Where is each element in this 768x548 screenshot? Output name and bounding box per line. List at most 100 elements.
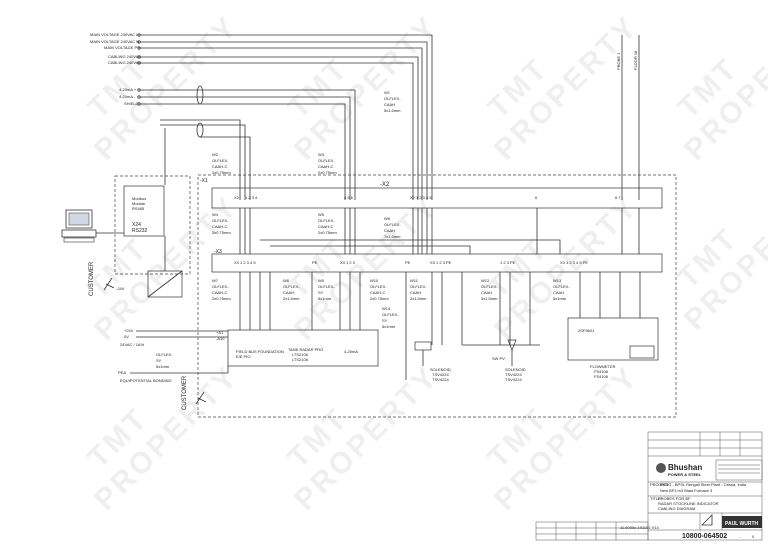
ma-label: 4-20mA — [344, 349, 358, 354]
cable-w11: W11 OLFLEX- CAAH 2x1.5mm — [410, 278, 427, 301]
cable-w2-line2: OLFLEX- — [212, 158, 229, 163]
modbus-enclosure — [114, 175, 191, 275]
tank-line2: LTS2106 — [292, 352, 309, 357]
terminals-x2: X2 1 2 3 4 4 5 6 X2 1 2 3 4 5 6 6 7 — [234, 195, 621, 200]
cable-w8: W8 OLFLEX- CAAH 2x1.5mm — [283, 278, 300, 301]
svg-text:W4: W4 — [212, 212, 219, 217]
label-mains-n: MAIN VOLTAGE 240VAC N — [90, 39, 139, 44]
rs232-line1: X24 — [132, 222, 141, 228]
svg-text:SY: SY — [382, 318, 388, 323]
cable-w9: W9 OLFLEX- SY 5x1mm — [318, 278, 335, 301]
svg-text:2x0.75mm: 2x0.75mm — [318, 230, 337, 235]
customer-supply: 24VAC / 1A% — [120, 342, 145, 347]
cable-w2-line3: CAAH-C — [212, 164, 227, 169]
computer-icon — [61, 209, 124, 243]
title-line1: PROBES FOR BF — [658, 496, 691, 501]
tank-line3: LTS2106 — [292, 357, 309, 362]
terminals-x3: X3 1 2 3 4 5 PE X3 1 2 3 PE X3 1 2 3 PE … — [234, 260, 588, 265]
svg-text:W10: W10 — [370, 278, 379, 283]
svg-text:W14: W14 — [382, 306, 391, 311]
svg-text:X3 1 2 3 PE: X3 1 2 3 PE — [430, 260, 452, 265]
svg-text:5x1mm: 5x1mm — [318, 296, 332, 301]
cable-w12: W12 OLFLEX- CAAH 3x1.5mm — [481, 278, 498, 301]
cable-w14: W14 OLFLEX- SY 5x1mm — [382, 306, 399, 329]
label-cabling-n: CABLING 240VAC — [108, 60, 141, 65]
modbus-line1: Modbus — [132, 196, 146, 201]
title-line2: RADAR STOCKLINE INDICATOR — [658, 501, 719, 506]
svg-text:5x1mm: 5x1mm — [156, 364, 170, 369]
ground-symbol-bottom — [195, 391, 207, 405]
svg-text:5x1mm: 5x1mm — [382, 324, 396, 329]
modbus-module — [123, 185, 165, 237]
label-mains-pe: MAIN VOLTAGE PE — [104, 45, 140, 50]
svg-text:W13: W13 — [553, 278, 562, 283]
svg-text:CAAH: CAAH — [553, 290, 564, 295]
tank-line1: TANK RADAR PRO — [288, 347, 323, 352]
strip-connections — [239, 208, 640, 254]
svg-text:2x1.5mm: 2x1.5mm — [283, 296, 300, 301]
field-bus-line1: FIELD BUS FOUNDATION — [236, 349, 284, 354]
flowmeter-box — [567, 317, 659, 361]
terminal-x2-label: -X2 — [380, 182, 390, 188]
svg-text:OLFLEX-: OLFLEX- — [382, 312, 399, 317]
svg-text:TSV4224: TSV4224 — [432, 372, 449, 377]
svg-text:2x1.5mm: 2x1.5mm — [410, 296, 427, 301]
cable-w6: W6 OLFLEX- CAAH 7x1.5mm — [384, 216, 401, 239]
svg-text:X3 1 2 3: X3 1 2 3 — [340, 260, 356, 265]
svg-text:TSV4224: TSV4224 — [432, 377, 449, 382]
svg-text:6: 6 — [535, 195, 538, 200]
cable-w3: W3 OLFLEX- CAAH-C 2x0.75mm — [318, 152, 337, 175]
enclosure-label: -X1 — [200, 178, 208, 184]
svg-text:SY: SY — [318, 290, 324, 295]
customer-0v: 0V — [124, 334, 129, 339]
field-instruments-box — [227, 329, 379, 367]
svg-text:W6: W6 — [384, 216, 391, 221]
svg-text:OLFLEX-: OLFLEX- — [283, 284, 300, 289]
svg-text:CAAH: CAAH — [410, 290, 421, 295]
customer-label-left: CUSTOMER — [89, 261, 95, 296]
svg-text:4 5 6: 4 5 6 — [344, 195, 354, 200]
cable-w3-line4: 2x0.75mm — [318, 170, 337, 175]
svg-text:CAAH-C: CAAH-C — [370, 290, 385, 295]
svg-text:OLFLEX-: OLFLEX- — [384, 222, 401, 227]
svg-text:2x0.75mm: 2x0.75mm — [212, 296, 231, 301]
company-name: Bhushan — [668, 463, 702, 472]
cable-w1-line2: OLFLEX- — [384, 96, 401, 101]
svg-text:W5: W5 — [318, 212, 325, 217]
sheet-number: - — [740, 534, 742, 539]
svg-text:W8: W8 — [283, 278, 290, 283]
svg-text:PE: PE — [405, 260, 411, 265]
svg-text:OLFLEX-: OLFLEX- — [212, 284, 229, 289]
svg-text:OLFLEX-: OLFLEX- — [212, 218, 229, 223]
company-sub: POWER & STEEL — [668, 472, 702, 477]
cable-w1-line4: 5x1.5mm — [384, 108, 401, 113]
svg-text:CAAH: CAAH — [283, 290, 294, 295]
svg-text:OLFLEX-: OLFLEX- — [481, 284, 498, 289]
terminal-strip-x3 — [211, 253, 663, 273]
customer-bond: EQUIPOTENTIAL BONDING — [120, 378, 172, 383]
modbus-line2: Module — [132, 201, 146, 206]
title-label: TITLE — [650, 496, 661, 501]
customer-24v: +24V — [124, 328, 134, 333]
label-signal-plus: 4-20mA + — [119, 87, 137, 92]
project-line2: New BF3 m3 Blast Furnace 3 — [660, 488, 713, 493]
svg-text:SY: SY — [156, 358, 162, 363]
svg-text:OLFLEX-: OLFLEX- — [370, 284, 387, 289]
a10-line1: +A1 — [216, 330, 224, 335]
cable-w3-line1: W3 — [318, 152, 325, 157]
flowmeter-line2: FS4106 — [594, 369, 609, 374]
svg-text:W7: W7 — [212, 278, 219, 283]
svg-text:SOLENOID: SOLENOID — [505, 367, 526, 372]
svg-text:W9: W9 — [318, 278, 325, 283]
sensor-label: 2SF3601 — [578, 328, 595, 333]
cable-w2-line4: 2x0.75mm — [212, 170, 231, 175]
svg-text:TSV4224: TSV4224 — [505, 372, 522, 377]
cable-w1: W1 OLFLEX- CAAH 5x1.5mm — [384, 90, 401, 113]
label-cabling-l: CABLING 240VAC — [108, 54, 141, 59]
a10-line2: -A10 — [216, 336, 225, 341]
svg-text:5x1mm: 5x1mm — [553, 296, 567, 301]
rev-number: 0 — [752, 534, 755, 539]
svg-text:3x1.5mm: 3x1.5mm — [481, 296, 498, 301]
rs232-line2: RS232 — [132, 228, 148, 234]
